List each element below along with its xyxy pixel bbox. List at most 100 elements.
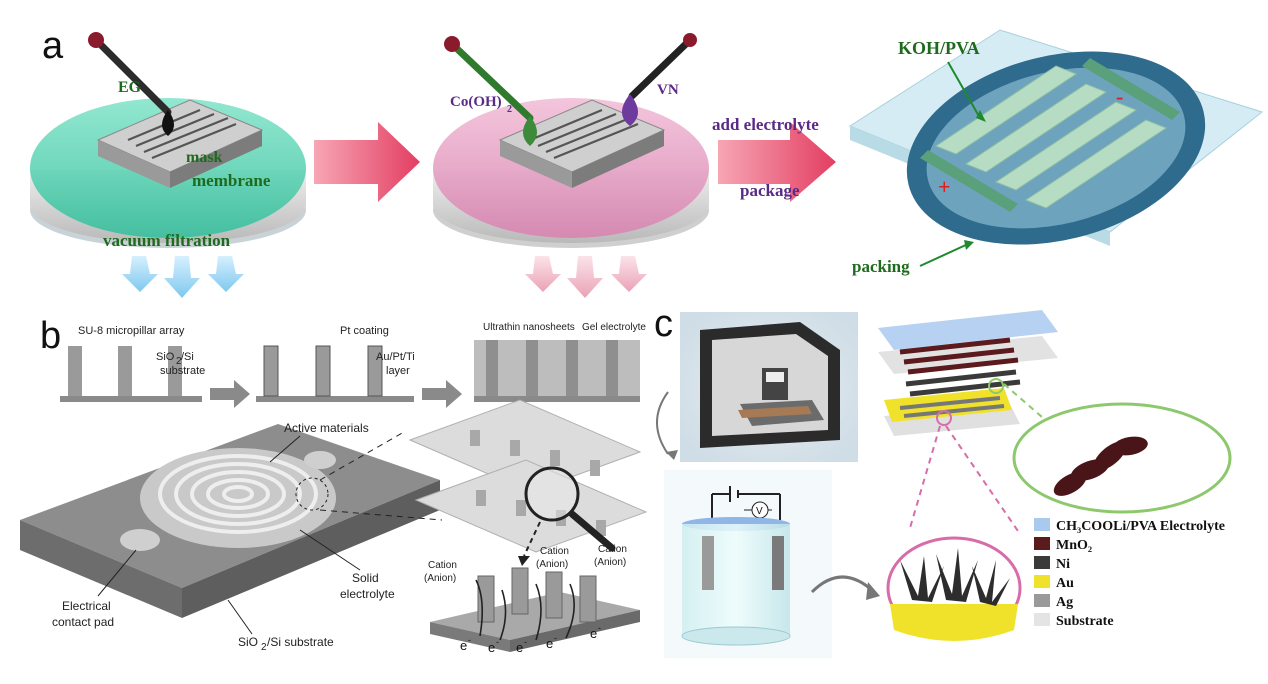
- contact-pad-left: [120, 529, 160, 551]
- b-arrow-1: [210, 380, 250, 408]
- label-gel: Gel electrolyte: [582, 322, 646, 333]
- label-sio2-si-sub: 2: [176, 356, 182, 367]
- label-vn: VN: [657, 82, 679, 98]
- label-electron-2: e: [488, 640, 495, 655]
- legend-swatch: [1034, 556, 1050, 569]
- label-ultrathin: Ultrathin nanosheets: [483, 322, 575, 333]
- label-sio2-substrate-sub: 2: [261, 642, 267, 653]
- voltmeter-label: V: [756, 506, 763, 517]
- panel-b-letter: b: [40, 315, 61, 357]
- exploded-electrode-stack: [878, 310, 1058, 436]
- process-arrow-1: [314, 122, 420, 202]
- vacuum-arrows: [122, 256, 244, 298]
- layer-mno2: [899, 337, 1019, 375]
- label-co-oh: Co(OH): [450, 94, 502, 110]
- label-contact-pad: contact pad: [52, 615, 114, 629]
- label-anion-2: (Anion): [536, 559, 568, 570]
- legend-swatch: [1034, 575, 1050, 588]
- vacuum-arrows-2: [525, 256, 647, 298]
- spiral-electrodes: [158, 454, 318, 534]
- mask-slots: [127, 108, 237, 160]
- label-electron-1: e: [460, 638, 467, 653]
- magnifier-lens: [524, 466, 580, 522]
- legend-label: Substrate: [1056, 614, 1114, 629]
- zoom-bubble-mno2: [1012, 402, 1232, 514]
- label-anion-1: (Anion): [424, 573, 456, 584]
- label-eg: EG: [118, 79, 142, 96]
- co-droplet: [523, 116, 537, 146]
- label-layer: layer: [386, 365, 410, 377]
- panel-c-letter: c: [654, 303, 673, 345]
- eg-brush-handle: [92, 36, 172, 116]
- label-electrolyte: electrolyte: [340, 587, 395, 601]
- legend-label: Ag: [1056, 595, 1073, 610]
- b-arrow-2: [422, 380, 462, 408]
- label-sio2-substrate: SiO: [238, 635, 258, 649]
- panel-b: b SU-8 micropillar array SiO 2 /Si subst…: [20, 315, 648, 655]
- label-electron-4: e: [546, 636, 553, 651]
- label-electron-sup-5: -: [598, 623, 601, 633]
- mask-front: [98, 140, 170, 188]
- contact-pad-right: [304, 451, 336, 469]
- label-cation-1: Cation: [428, 560, 457, 571]
- legend-label: Au: [1056, 576, 1074, 591]
- process-arrow-2: [718, 122, 836, 202]
- label-cation-2: Cation: [540, 546, 569, 557]
- label-vacuum-filtration: vacuum filtration: [103, 231, 231, 250]
- legend-swatch: [1034, 518, 1050, 531]
- label-au-pt-ti: Au/Pt/Ti: [376, 351, 415, 363]
- packaged-device: - + KOH/PVA packing: [848, 29, 1264, 276]
- zoom-circle: [295, 477, 329, 511]
- label-sio2-substrate-tail: /Si substrate: [267, 635, 334, 649]
- step-micropillars: SU-8 micropillar array SiO 2 /Si substra…: [60, 325, 205, 402]
- micro-supercapacitor-device: Active materials Solid electrolyte Elect…: [20, 421, 443, 653]
- electrode-fingers: [934, 65, 1168, 209]
- label-electron-sup-1: -: [468, 635, 471, 645]
- label-koh-pva: KOH/PVA: [898, 38, 980, 58]
- label-substrate: substrate: [160, 365, 205, 377]
- label-membrane: membrane: [192, 171, 271, 190]
- filtration-dish-eg: EG mask membrane vacuum filtration: [30, 32, 306, 298]
- label-solid: Solid: [352, 571, 379, 585]
- ion-transport-diagram: Cation (Anion) Cation (Anion) Cation (An…: [424, 544, 640, 655]
- label-anion-3: (Anion): [594, 557, 626, 568]
- label-mask: mask: [186, 149, 223, 166]
- filtration-dish-co-vn: Co(OH) 2 VN: [433, 33, 709, 298]
- mask-side: [170, 130, 262, 188]
- vn-brush-handle: [628, 36, 694, 100]
- eg-droplet: [162, 110, 174, 136]
- layer-electrolyte: [878, 310, 1058, 350]
- magnifier-handle: [568, 510, 616, 552]
- label-add-electrolyte: add electrolyte: [712, 115, 819, 134]
- label-electron-3: e: [516, 640, 523, 655]
- electrode-left: [702, 536, 714, 590]
- test-beaker: V: [664, 470, 832, 658]
- legend-swatch: [1034, 594, 1050, 607]
- label-package: package: [740, 181, 800, 200]
- eg-brush-bulb: [88, 32, 104, 48]
- label-active-materials: Active materials: [284, 421, 369, 435]
- label-co-oh-subscript: 2: [507, 104, 512, 115]
- electrode-right: [772, 536, 784, 590]
- label-electrical: Electrical: [62, 599, 111, 613]
- legend-swatch: [1034, 613, 1050, 626]
- vn-droplet: [622, 94, 638, 126]
- label-cation-3: Cation: [598, 544, 627, 555]
- legend-label: MnO₂: [1056, 538, 1092, 553]
- zoom-bubble-nanosheets: [886, 536, 1022, 641]
- label-plus: +: [938, 174, 951, 199]
- layer-ag: [899, 396, 1005, 418]
- inkjet-printer: [680, 312, 858, 462]
- label-minus: -: [1116, 84, 1123, 109]
- flow-arrow-printer: [656, 391, 669, 455]
- label-packing: packing: [852, 257, 910, 276]
- koh-pointer: [947, 61, 981, 119]
- step-pt-coating: Pt coating Au/Pt/Ti layer: [256, 325, 415, 402]
- label-electron-sup-4: -: [554, 633, 557, 643]
- label-electron-sup-2: -: [496, 637, 499, 647]
- step-nanosheets: Ultrathin nanosheets Gel electrolyte: [474, 322, 646, 402]
- panel-a-letter: a: [42, 25, 64, 67]
- layer-legend: CH₃COOLi/PVA ElectrolyteMnO₂NiAuAgSubstr…: [1034, 518, 1225, 629]
- label-electron-5: e: [590, 626, 597, 641]
